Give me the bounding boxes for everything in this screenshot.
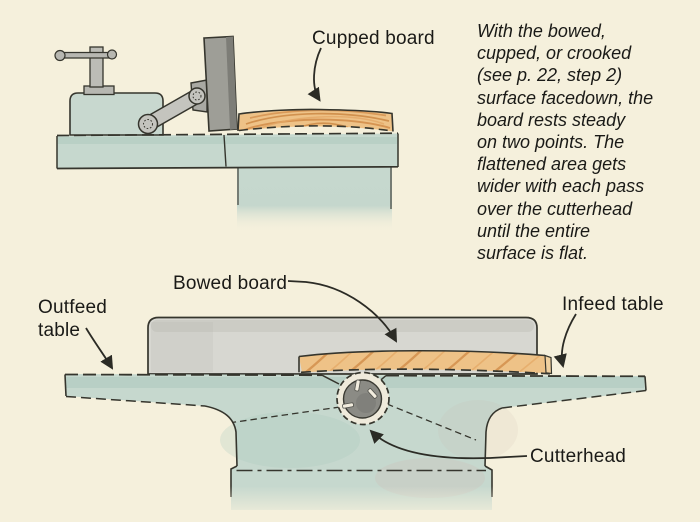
bowed-board-leader-arrow [287, 280, 397, 343]
outfeed-table-leader-arrow [85, 327, 114, 370]
cutterhead-knife-slot [354, 379, 361, 392]
cupped-board-label: Cupped board [312, 28, 435, 49]
cutterhead-leader-arrow [369, 429, 528, 460]
bowed-board-end-face [544, 354, 553, 375]
cutterhead-shape [336, 371, 390, 426]
linkage-pivot-lower [137, 113, 159, 135]
t-handle-ball-left [54, 49, 66, 62]
cutterhead-label: Cutterhead [530, 446, 627, 467]
cupped-board-grain [243, 109, 391, 131]
cutterhead-knife-slot [342, 402, 354, 409]
bowed-board-label: Bowed board [173, 273, 288, 294]
jointer-side-view-figure [64, 280, 647, 520]
infeed-table-leader-arrow [553, 313, 577, 368]
caption-paragraph: With the bowed, cupped, or crooked (see … [477, 21, 654, 264]
outfeed-table-surface [64, 373, 323, 377]
jointer-base-column [237, 166, 392, 232]
infeed-table-label: Infeed table [562, 294, 664, 315]
outfeed-table-label: Outfeed table [38, 297, 108, 341]
jointer-end-view-figure [54, 35, 399, 232]
fence-shadow-edge [226, 36, 237, 130]
infeed-table-surface [385, 374, 646, 378]
cupped-board-leader-arrow [307, 47, 322, 102]
pedestal-fade [222, 486, 500, 520]
cutterhead-knife-slot [367, 388, 378, 399]
linkage-pivot-upper [188, 87, 206, 105]
jointer-table-end [57, 133, 398, 169]
t-handle-ball-right [106, 49, 118, 60]
